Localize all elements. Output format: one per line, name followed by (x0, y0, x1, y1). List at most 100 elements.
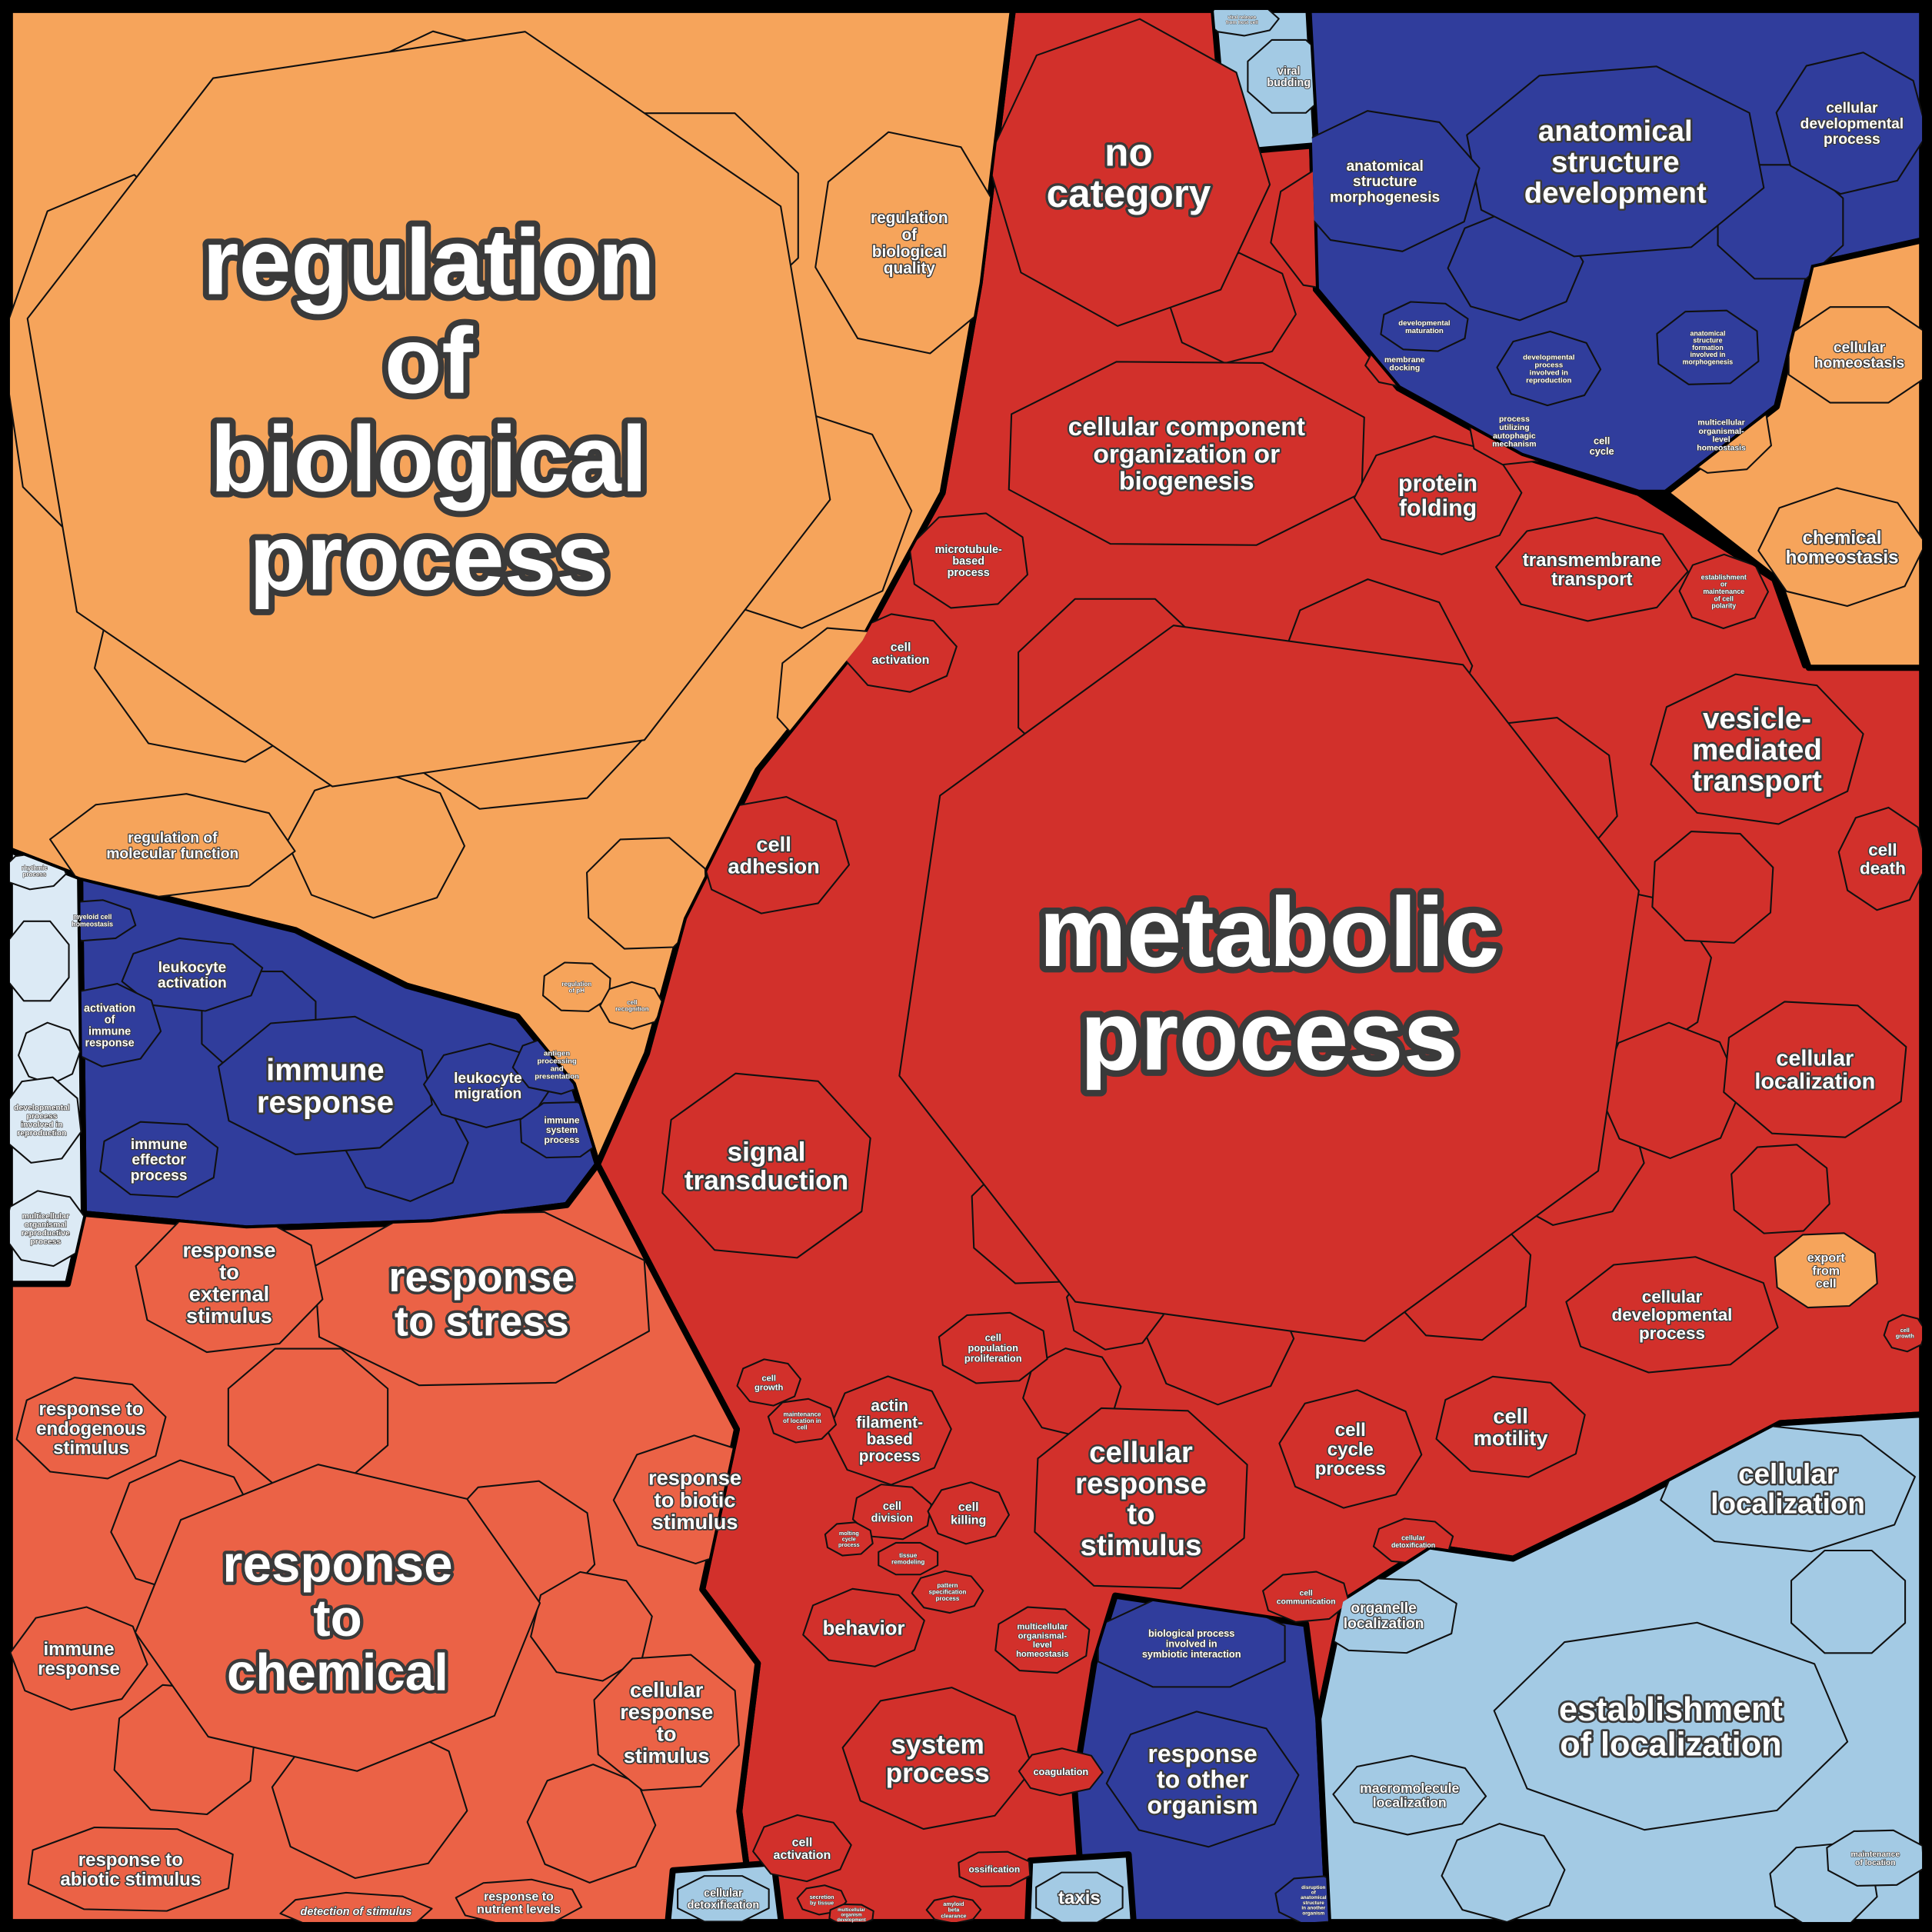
treemap-cell-cell-communication[interactable] (1262, 1571, 1351, 1623)
region-cells-symbiotic (1097, 1599, 1351, 1924)
treemap-cell-cell-growth[interactable] (736, 1358, 801, 1407)
treemap-cell-chemical-homeostasis[interactable] (1757, 487, 1926, 608)
treemap-cell-cell-recognition[interactable] (599, 981, 665, 1030)
treemap-cell-no-category[interactable] (986, 18, 1271, 327)
treemap-cell-anatomical-structure-development[interactable] (1466, 65, 1765, 258)
treemap-cell-molting-cycle-process[interactable] (824, 1521, 874, 1557)
treemap-cell-maintenance-of-location[interactable] (1826, 1829, 1924, 1887)
treemap-cell-cell-activation[interactable] (752, 1814, 852, 1883)
treemap-cell-viral-budding[interactable] (1247, 38, 1330, 114)
cell-label-taxis: taxis (1058, 1888, 1101, 1909)
treemap-cell-amyloid-beta-clearance[interactable] (925, 1895, 982, 1924)
treemap-cell-protein-folding[interactable] (1353, 435, 1523, 555)
treemap-cell-establishment-or-maintenance-of-cell-polarity[interactable] (1678, 553, 1769, 630)
treemap-cell-multicellular-organismal-level-homeostasis[interactable] (994, 1606, 1091, 1674)
treemap-cell-transmembrane-transport[interactable] (1494, 516, 1689, 622)
treemap-cell-ossification[interactable] (958, 1850, 1031, 1887)
treemap-cell-anatomical-structure-formation-involved-in-morphogenesis[interactable] (1656, 309, 1760, 385)
treemap-cell-coagulation[interactable] (1018, 1747, 1104, 1797)
treemap-cell-immune-effector-process[interactable] (99, 1121, 219, 1198)
treemap-cell-response-to-endogenous-stimulus[interactable] (15, 1377, 167, 1480)
treemap-cell-secretion-by-tissue[interactable] (796, 1884, 848, 1916)
treemap-cell-response-to-chemical[interactable] (134, 1464, 541, 1772)
treemap-cell-myeloid-cell-homeostasis[interactable] (49, 899, 137, 942)
treemap-cell-export-from-cell[interactable] (1774, 1232, 1878, 1309)
treemap-cell-blank (530, 1571, 653, 1682)
treemap-cell-viral-release-from-host-cell[interactable] (1205, 4, 1280, 37)
treemap-cell-regulation-of-biological-process[interactable] (26, 31, 831, 788)
cell-label-detection-of-stimulus: detection of stimulus (301, 1906, 412, 1918)
treemap-cell-developmental-process-involved-in-reproduction[interactable] (1496, 330, 1602, 407)
treemap-cell-anatomical-structure-morphogenesis[interactable] (1291, 110, 1481, 252)
treemap-cell-blank (526, 1764, 657, 1884)
treemap-cell-detection-of-stimulus[interactable] (279, 1891, 433, 1930)
treemap-cell-system-process[interactable] (841, 1687, 1034, 1830)
treemap-cell-cellular-detoxification[interactable] (677, 1875, 770, 1923)
treemap-cell-cell-population-proliferation[interactable] (938, 1311, 1048, 1384)
treemap-cell-vesicle-mediated-transport[interactable] (1650, 673, 1864, 825)
treemap-cell-immune-system-process[interactable] (519, 1101, 604, 1159)
treemap-cell-cell-killing[interactable] (927, 1481, 1010, 1545)
treemap-cell-cellular-developmental-process[interactable] (1775, 52, 1927, 195)
treemap-cell-cellular-developmental-process[interactable] (1565, 1256, 1779, 1374)
cell-label-ossification: ossification (969, 1864, 1021, 1874)
treemap-cell-behavior[interactable] (802, 1587, 925, 1667)
treemap-cell-developmental-maturation[interactable] (1380, 301, 1469, 352)
treemap-cell-cellular-response-to-stimulus[interactable] (1034, 1407, 1248, 1590)
treemap-cell-metabolic-process[interactable] (898, 625, 1640, 1342)
treemap-cell-establishment-of-localization[interactable] (1493, 1621, 1849, 1831)
treemap-cell-immune-response[interactable] (9, 1606, 148, 1711)
treemap-cell-cellular-response-to-stimulus[interactable] (593, 1654, 740, 1791)
treemap-cell-disruption-of-anatomical-structure-in-another-organism[interactable] (1274, 1875, 1351, 1924)
treemap-cell-regulation-of-biological-quality[interactable] (814, 131, 1004, 355)
treemap-cell-response-to-other-organism[interactable] (1105, 1710, 1300, 1848)
treemap-cell-developmental-process-involved-in-reproduction[interactable] (3, 1076, 82, 1164)
treemap-cell-response-to-abiotic-stimulus[interactable] (27, 1826, 234, 1912)
treemap-cell-taxis[interactable] (1035, 1871, 1124, 1923)
treemap-cell-cell-growth[interactable] (1883, 1314, 1926, 1353)
treemap-cell-multicellular-organismal-reproductive-process[interactable] (3, 1190, 88, 1267)
treemap-cell-maintenance-of-location-in-cell[interactable] (767, 1397, 838, 1444)
treemap-cell-cellular-component-organization-or-biogenesis[interactable] (1008, 361, 1365, 546)
treemap-cell-signal-transduction[interactable] (661, 1072, 871, 1259)
treemap-cell-cell-death[interactable] (1837, 806, 1927, 911)
treemap-cell-regulation-of-ph[interactable] (541, 961, 611, 1012)
treemap-cell-cellular-localization[interactable] (1723, 1001, 1907, 1138)
treemap-cell-macromolecule-localization[interactable] (1332, 1754, 1487, 1836)
treemap-cell-cell-division[interactable] (851, 1484, 932, 1541)
treemap-cell-cell-cycle-process[interactable] (1278, 1389, 1423, 1509)
treemap-cell-actin-filament-based-process[interactable] (827, 1375, 952, 1486)
treemap-cell-cell-motility[interactable] (1435, 1375, 1586, 1478)
treemap-cell-pattern-specification-process[interactable] (911, 1570, 984, 1614)
treemap-cell-multicellular-organism-development[interactable] (828, 1903, 874, 1925)
treemap-cell-tissue-remodeling[interactable] (878, 1541, 939, 1576)
treemap-cell-leukocyte-activation[interactable] (121, 937, 264, 1012)
treemap-cell-response-to-nutrient-levels[interactable] (455, 1878, 583, 1926)
treemap-cell-activation-of-immune-response[interactable] (58, 983, 162, 1068)
treemap-cell-microtubule-based-process[interactable] (908, 512, 1028, 609)
